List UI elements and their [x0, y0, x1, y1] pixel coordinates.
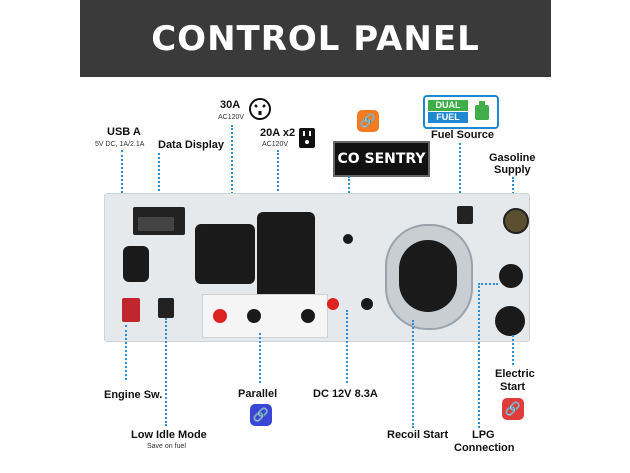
leader-display: [158, 153, 160, 203]
dc-terminal-positive[interactable]: [327, 298, 339, 310]
leader-fuel: [459, 143, 461, 205]
control-panel: [104, 193, 530, 342]
parallel-terminal-red[interactable]: [213, 309, 227, 323]
fuel-can-icon: [475, 101, 489, 120]
outlet-30a-label: 30A: [220, 99, 241, 111]
leader-30a: [231, 125, 233, 225]
gasoline-supply-label: Gasoline: [489, 152, 536, 164]
lpg-connection-label: LPG: [472, 429, 495, 441]
data-display-label: Data Display: [158, 139, 225, 151]
co-sentry-logo: CO SENTRY: [333, 141, 430, 177]
lpg-connection-label-2: Connection: [454, 442, 515, 454]
electric-start-label: Electric: [495, 368, 535, 380]
engine-switch[interactable]: [122, 298, 140, 322]
leader-parallel: [259, 333, 261, 383]
co-sentry-logo-text: CO SENTRY: [337, 151, 426, 167]
co-sentry-indicator: [343, 234, 353, 244]
leader-lpg: [478, 283, 480, 428]
recoil-start-label: Recoil Start: [387, 429, 449, 441]
leader-low-idle: [165, 318, 167, 426]
gasoline-supply-valve[interactable]: [503, 208, 529, 234]
twist-lock-outlet-icon: [249, 98, 271, 120]
outlet-20a-spec: AC120V: [262, 141, 289, 148]
link-icon[interactable]: 🔗: [357, 110, 379, 132]
low-idle-mode-label: Low Idle Mode: [131, 429, 207, 441]
leader-dc: [346, 310, 348, 383]
link-icon[interactable]: 🔗: [250, 404, 272, 426]
usb-a-port[interactable]: [123, 246, 149, 282]
gasoline-supply-label-2: Supply: [494, 164, 531, 176]
header-banner: CONTROL PANEL: [80, 0, 551, 77]
low-idle-switch[interactable]: [158, 298, 174, 318]
leader-lpg-h: [478, 283, 498, 285]
leader-gasoline: [512, 177, 514, 202]
electric-start-button[interactable]: [495, 306, 525, 336]
low-idle-mode-sub: Save on fuel: [147, 443, 186, 450]
data-display: [133, 207, 185, 235]
link-icon[interactable]: 🔗: [502, 398, 524, 420]
outlet-20a-label: 20A x2: [260, 127, 296, 139]
usb-a-spec: 5V DC, 1A/2.1A: [95, 141, 145, 148]
usb-a-label: USB A: [107, 126, 141, 138]
dual-fuel-top: DUAL: [428, 100, 468, 111]
parallel-terminal-black-2[interactable]: [301, 309, 315, 323]
outlet-30a-spec: AC120V: [218, 114, 245, 121]
fuel-source-switch[interactable]: [457, 206, 473, 224]
recoil-start-housing: [385, 224, 473, 330]
duplex-outlet-icon: [299, 128, 315, 148]
dual-fuel-bottom: FUEL: [428, 112, 468, 123]
parallel-terminal-black[interactable]: [247, 309, 261, 323]
leader-recoil: [412, 320, 414, 428]
dual-fuel-logo: DUAL FUEL: [423, 95, 499, 129]
leader-20a: [277, 150, 279, 210]
page-title: CONTROL PANEL: [151, 18, 480, 59]
leader-engine: [125, 325, 127, 380]
fuel-source-label: Fuel Source: [431, 129, 494, 141]
parallel-section: [202, 294, 328, 338]
outlet-30a[interactable]: [195, 224, 255, 284]
parallel-label: Parallel: [238, 388, 278, 400]
dc-terminal-negative[interactable]: [361, 298, 373, 310]
electric-start-label-2: Start: [500, 381, 526, 393]
engine-switch-label: Engine Sw.: [104, 389, 163, 401]
leader-electric: [512, 335, 514, 365]
dc-12v-label: DC 12V 8.3A: [313, 388, 378, 400]
recoil-start-handle[interactable]: [399, 240, 457, 312]
lpg-connection[interactable]: [499, 264, 523, 288]
